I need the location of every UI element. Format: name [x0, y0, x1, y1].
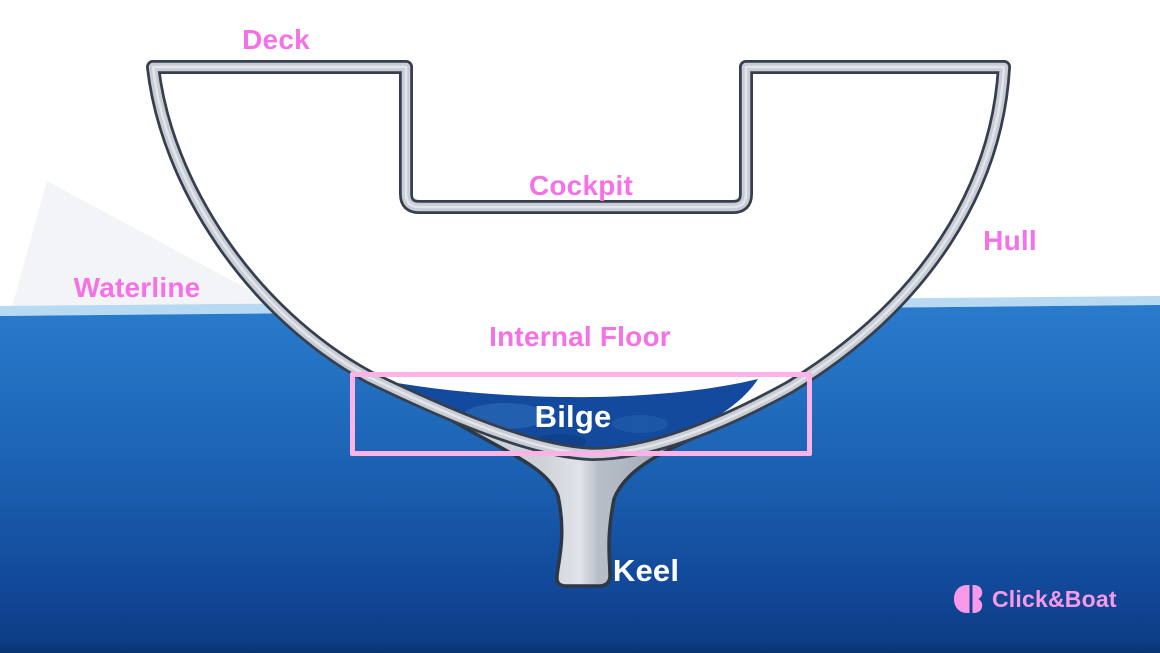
- label-deck: Deck: [242, 24, 310, 55]
- label-cockpit: Cockpit: [528, 170, 634, 201]
- wake-triangle: [10, 181, 294, 314]
- bilge-highlight-box: [350, 372, 812, 456]
- brand-logo: Click&Boat: [953, 584, 1117, 614]
- label-keel: Keel: [612, 553, 680, 588]
- label-bilge: Bilge: [534, 399, 612, 434]
- label-waterline: Waterline: [73, 272, 201, 303]
- click-and-boat-monogram-icon: [954, 585, 983, 613]
- hull-shell: [146, 60, 1011, 461]
- brand-name: Click&Boat: [992, 585, 1117, 612]
- label-internal-floor: Internal Floor: [489, 321, 671, 352]
- hull-interior: [153, 67, 1004, 454]
- label-hull: Hull: [983, 225, 1037, 256]
